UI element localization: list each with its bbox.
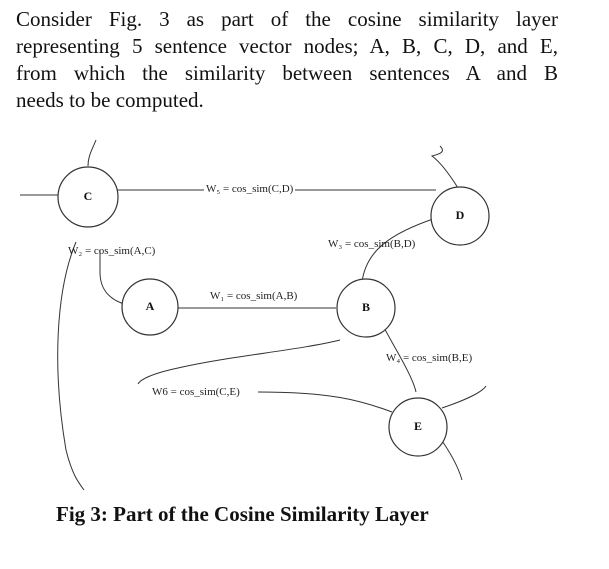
- figure-caption: Fig 3: Part of the Cosine Similarity Lay…: [56, 502, 429, 526]
- edge-w6-label: W6 = cos_sim(C,E): [150, 386, 242, 398]
- intro-paragraph: Consider Fig. 3 as part of the cosine si…: [16, 6, 558, 114]
- node-a-circle: [121, 278, 179, 336]
- paragraph-line: Consider Fig. 3 as part of the cosine si…: [16, 7, 558, 31]
- paragraph-line: from which the similarity between senten…: [16, 61, 558, 85]
- node-c-label: C: [83, 189, 93, 203]
- node-e-circle: [388, 397, 448, 457]
- cosine-similarity-figure: C D A B E W₅ = cos_sim(C,D) W₂ = cos_sim…: [0, 130, 609, 490]
- node-b-label: B: [361, 300, 370, 314]
- node-d-label: D: [455, 208, 465, 222]
- edge-w6-connector: [257, 391, 393, 413]
- edge-w1-label: W₁ = cos_sim(A,B): [210, 290, 298, 302]
- paragraph-line: needs to be computed.: [16, 88, 204, 112]
- edge-d-stub-top: [430, 145, 459, 189]
- edge-w4-label: W₄ = cos_sim(B,E): [386, 352, 473, 364]
- edge-w3-label: W₃ = cos_sim(B,D): [328, 238, 416, 250]
- edge-c-stub-top: [87, 139, 97, 167]
- node-c-circle: [57, 166, 119, 228]
- node-d-circle: [430, 186, 490, 246]
- node-b-circle: [336, 278, 396, 338]
- paragraph-line: representing 5 sentence vector nodes; A,…: [16, 34, 558, 58]
- edge-w3: [361, 217, 437, 283]
- edge-w5-label: W₅ = cos_sim(C,D): [204, 183, 296, 195]
- edge-w2: [99, 250, 125, 305]
- edge-e-stub-right: [441, 385, 487, 409]
- graph-diagram: [20, 139, 490, 490]
- edge-e-stub-bottom: [439, 437, 463, 481]
- node-e-label: E: [413, 419, 422, 433]
- node-a-label: A: [145, 299, 155, 313]
- edge-w2-label: W₂ = cos_sim(A,C): [68, 245, 156, 257]
- edge-b-left-curve: [137, 339, 341, 385]
- edge-w6: [57, 241, 85, 490]
